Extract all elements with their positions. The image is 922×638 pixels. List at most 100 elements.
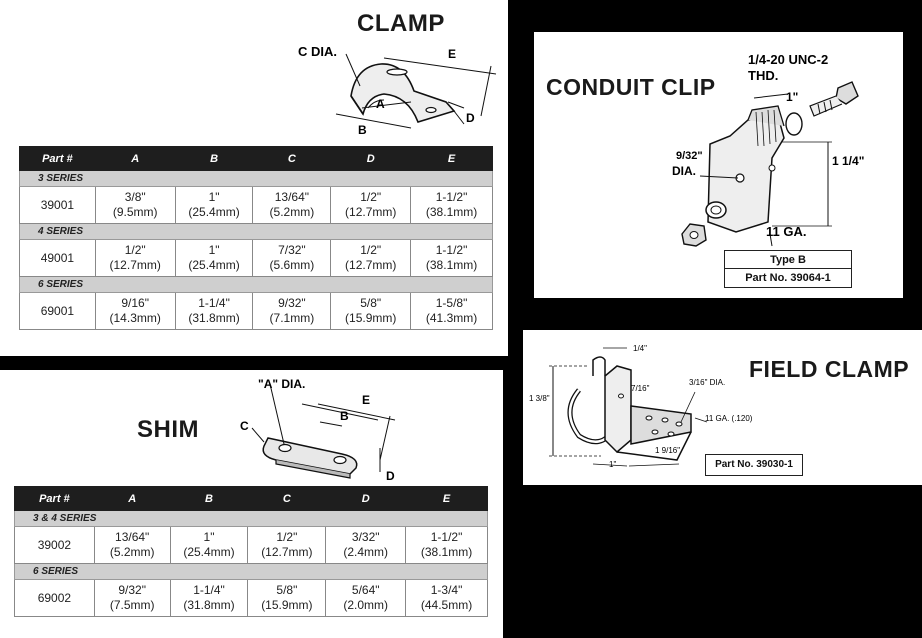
inch-value: 9/16" xyxy=(121,296,149,310)
dimension-cell: 13/64"(5.2mm) xyxy=(93,526,171,564)
dimension-cell: 5/8"(15.9mm) xyxy=(247,579,327,617)
mm-value: (44.5mm) xyxy=(420,598,473,612)
part-number-cell: 39001 xyxy=(19,186,96,224)
field-bottom-1-label: 1" xyxy=(609,460,617,469)
inch-value: 5/8" xyxy=(276,583,298,597)
dimension-cell: 5/64"(2.0mm) xyxy=(325,579,407,617)
inch-value: 9/32" xyxy=(118,583,146,597)
shim-label-d: D xyxy=(386,469,395,483)
col-header: E xyxy=(410,146,493,171)
inch-value: 9/32" xyxy=(278,296,306,310)
dimension-cell: 1"(25.4mm) xyxy=(174,239,254,277)
series-row: 4 SERIES xyxy=(19,223,493,240)
dimension-cell: 1-1/2"(38.1mm) xyxy=(405,526,488,564)
col-header: A xyxy=(94,146,176,171)
clamp-label-e: E xyxy=(448,47,456,61)
clamp-diagram: C DIA. E A B D xyxy=(298,44,497,137)
col-header: C xyxy=(252,146,332,171)
clamp-label-c-dia: C DIA. xyxy=(298,44,337,59)
dimension-cell: 3/8"(9.5mm) xyxy=(94,186,176,224)
shim-label-e: E xyxy=(362,393,370,407)
dimension-cell: 9/32"(7.5mm) xyxy=(93,579,171,617)
inch-value: 1" xyxy=(203,530,215,544)
field-part-box: Part No. 39030-1 xyxy=(705,454,803,476)
series-label: 6 SERIES xyxy=(14,563,488,580)
mm-value: (12.7mm) xyxy=(345,258,397,272)
inch-value: 7/32" xyxy=(278,243,306,257)
series-label: 3 & 4 SERIES xyxy=(14,510,488,527)
inch-value: 1-3/4" xyxy=(430,583,463,597)
col-header: D xyxy=(325,486,407,511)
col-header: A xyxy=(93,486,171,511)
mm-value: (38.1mm) xyxy=(420,545,473,559)
inch-value: 13/64" xyxy=(115,530,150,544)
part-number-cell: 49001 xyxy=(19,239,96,277)
inch-value: 1/2" xyxy=(276,530,298,544)
clip-gauge-label: 11 GA. xyxy=(766,224,807,239)
clamp-title: CLAMP xyxy=(357,10,445,37)
dimension-cell: 1-1/4"(31.8mm) xyxy=(174,292,254,330)
mm-value: (38.1mm) xyxy=(425,258,478,272)
series-row: 6 SERIES xyxy=(14,563,488,580)
inch-value: 1-1/4" xyxy=(193,583,225,597)
dimension-cell: 7/32"(5.6mm) xyxy=(252,239,332,277)
clip-type-label: Type B xyxy=(725,251,851,269)
dimension-cell: 5/8"(15.9mm) xyxy=(330,292,412,330)
field-part-number: Part No. 39030-1 xyxy=(715,459,793,470)
mm-value: (31.8mm) xyxy=(188,311,240,325)
clip-part-number: Part No. 39064-1 xyxy=(745,272,831,284)
dimension-cell: 1/2"(12.7mm) xyxy=(247,526,327,564)
part-number-cell: 69002 xyxy=(14,579,95,617)
inch-value: 3/8" xyxy=(124,190,146,204)
clip-width-label: 1" xyxy=(786,90,799,104)
col-header: Part # xyxy=(19,146,96,171)
conduit-clip-panel: CONDUIT CLIP 1/4-20 UNC-2 THD. 1" 1 1/4"… xyxy=(534,32,903,298)
clip-thd-label: THD. xyxy=(748,68,779,83)
clip-bolt-label: 1/4-20 UNC-2 xyxy=(748,52,829,67)
col-header: B xyxy=(174,146,254,171)
table-header-row: Part # A B C D E xyxy=(19,146,493,171)
inch-value: 1/2" xyxy=(124,243,146,257)
dimension-cell: 1-1/2"(38.1mm) xyxy=(410,186,493,224)
clamp-label-d: D xyxy=(466,111,475,125)
inch-value: 5/8" xyxy=(360,296,382,310)
field-clamp-title: FIELD CLAMP xyxy=(749,356,910,382)
conduit-clip-diagram xyxy=(681,81,859,247)
clip-part-box: Type B Part No. 39064-1 xyxy=(724,250,852,288)
mm-value: (38.1mm) xyxy=(425,205,478,219)
series-row: 3 SERIES xyxy=(19,170,493,187)
mm-value: (15.9mm) xyxy=(345,311,397,325)
clamp-label-a: A xyxy=(376,97,385,111)
field-clamp-panel: FIELD CLAMP 1/4" 1 3/8" 7/16" 3/16" DIA.… xyxy=(523,330,922,485)
inch-value: 1/2" xyxy=(360,243,382,257)
dimension-cell: 13/64"(5.2mm) xyxy=(252,186,332,224)
inch-value: 1" xyxy=(208,190,220,204)
dimension-cell: 3/32"(2.4mm) xyxy=(325,526,407,564)
inch-value: 1-1/4" xyxy=(198,296,230,310)
mm-value: (41.3mm) xyxy=(425,311,478,325)
dimension-cell: 1-1/4"(31.8mm) xyxy=(169,579,249,617)
mm-value: (25.4mm) xyxy=(188,258,240,272)
part-number-cell: 69001 xyxy=(19,292,96,330)
mm-value: (12.7mm) xyxy=(345,205,397,219)
inch-value: 3/32" xyxy=(351,530,380,544)
field-hole-label: 3/16" DIA. xyxy=(689,378,726,387)
mm-value: (31.8mm) xyxy=(183,598,235,612)
clip-height-label: 1 1/4" xyxy=(832,154,865,168)
series-row: 6 SERIES xyxy=(19,276,493,293)
mm-value: (25.4mm) xyxy=(183,545,235,559)
inch-value: 1/2" xyxy=(360,190,382,204)
inch-value: 1-1/2" xyxy=(430,530,463,544)
shim-title: SHIM xyxy=(137,416,199,443)
mm-value: (7.5mm) xyxy=(109,598,155,612)
mm-value: (7.1mm) xyxy=(269,311,315,325)
dimension-cell: 9/16"(14.3mm) xyxy=(94,292,176,330)
shim-label-b: B xyxy=(340,409,349,423)
inch-value: 1-1/2" xyxy=(435,190,468,204)
field-clamp-diagram xyxy=(549,347,708,467)
clamp-panel: CLAMP C DIA. E A B D Part # A B C D E xyxy=(0,0,508,356)
shim-panel: SHIM "A" DIA. B E C D Part # A B C D E xyxy=(0,370,503,638)
shim-label-a-dia: "A" DIA. xyxy=(258,377,305,391)
